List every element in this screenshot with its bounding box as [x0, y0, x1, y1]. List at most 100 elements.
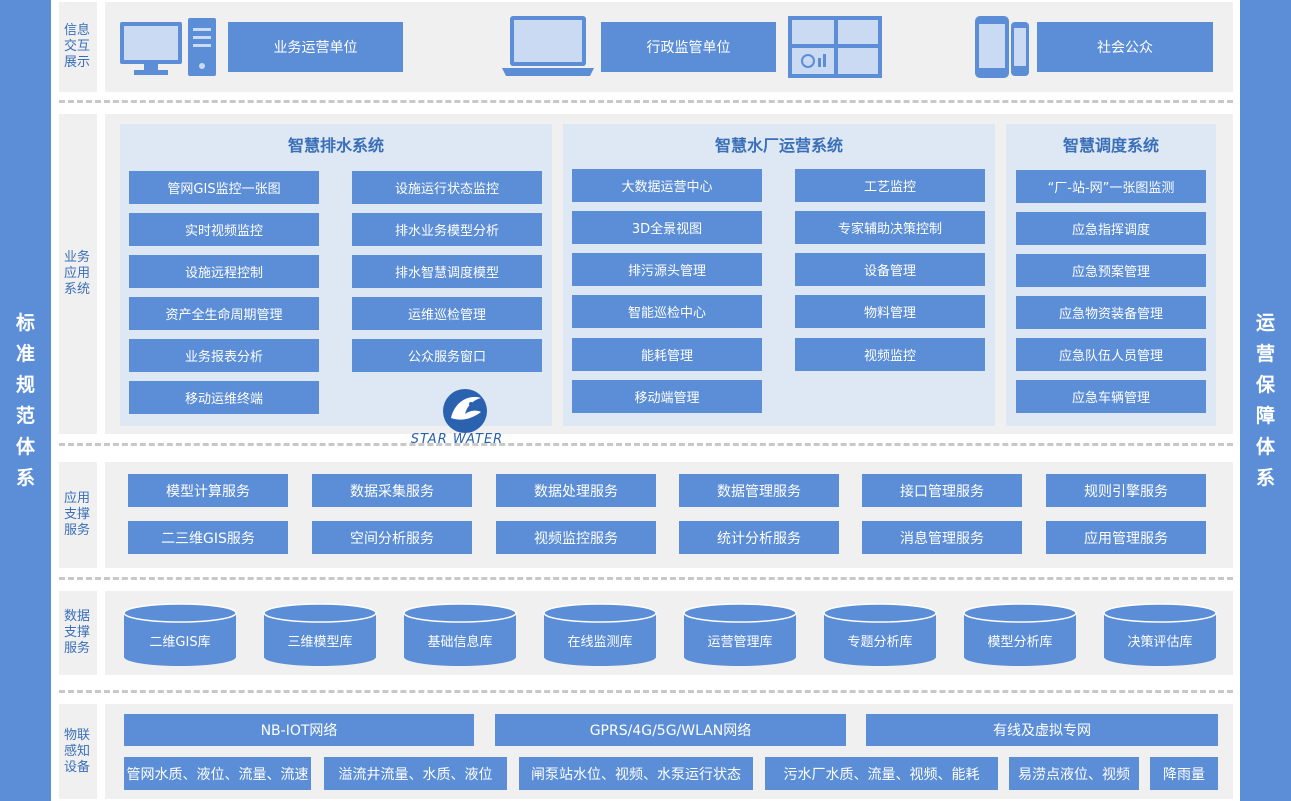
- public-box: 社会公众: [1037, 22, 1213, 72]
- database-cylinder: 基础信息库: [403, 603, 517, 667]
- standards-bar: 标准规范体系: [0, 0, 51, 801]
- sensor-box: 闸泵站水位、视频、水泵运行状态: [519, 757, 753, 790]
- database-cylinder: 专题分析库: [823, 603, 937, 667]
- database-icon: [123, 603, 237, 666]
- layer-app-support: [105, 462, 1233, 568]
- app-service: 接口管理服务: [862, 474, 1022, 507]
- app-service: 消息管理服务: [862, 521, 1022, 554]
- plant-item: 大数据运营中心: [572, 169, 762, 202]
- database-icon: [963, 603, 1077, 666]
- layer-label-iot: 物联感知设备: [59, 704, 97, 799]
- layer-label-data-support: 数据支撑服务: [59, 591, 97, 675]
- layer-label-app-support: 应用支撑服务: [59, 462, 97, 568]
- database-icon: [543, 603, 657, 666]
- divider: [59, 690, 1233, 693]
- drainage-item: 设施远程控制: [129, 255, 319, 288]
- drainage-item: 业务报表分析: [129, 339, 319, 372]
- dashboard-screen-icon: [788, 16, 882, 78]
- water-drop-logo-icon: [443, 389, 487, 433]
- plant-item: 物料管理: [795, 295, 985, 328]
- database-label: 模型分析库: [987, 635, 1053, 650]
- app-service: 空间分析服务: [312, 521, 472, 554]
- database-label: 专题分析库: [847, 635, 913, 650]
- divider: [59, 443, 1233, 446]
- database-label: 决策评估库: [1127, 635, 1193, 650]
- drainage-item: 运维巡检管理: [352, 297, 542, 330]
- operations-bar: 运营保障体系: [1240, 0, 1291, 801]
- database-icon: [1103, 603, 1217, 666]
- app-service: 规则引擎服务: [1046, 474, 1206, 507]
- database-cylinder: 三维模型库: [263, 603, 377, 667]
- network-box: 有线及虚拟专网: [866, 714, 1218, 746]
- dispatch-item: 应急指挥调度: [1016, 212, 1206, 245]
- database-cylinder: 运营管理库: [683, 603, 797, 667]
- dispatch-item: 应急预案管理: [1016, 254, 1206, 287]
- sensor-box: 管网水质、液位、流量、流速: [124, 757, 311, 790]
- standards-label: 标准规范体系: [15, 311, 35, 489]
- laptop-icon: [502, 16, 594, 76]
- plant-item: 3D全景视图: [572, 211, 762, 244]
- database-icon: [683, 603, 797, 666]
- database-icon: [403, 603, 517, 666]
- sensor-box: 易涝点液位、视频: [1009, 757, 1139, 790]
- network-box: GPRS/4G/5G/WLAN网络: [495, 714, 846, 746]
- drainage-item: 排水智慧调度模型: [352, 255, 542, 288]
- database-cylinder: 决策评估库: [1103, 603, 1217, 667]
- database-cylinder: 在线监测库: [543, 603, 657, 667]
- database-cylinder: 二维GIS库: [123, 603, 237, 667]
- app-service: 二三维GIS服务: [128, 521, 288, 554]
- app-service: 统计分析服务: [679, 521, 839, 554]
- plant-item: 视频监控: [795, 338, 985, 371]
- drainage-title: 智慧排水系统: [287, 136, 384, 155]
- sensor-box: 降雨量: [1150, 757, 1218, 790]
- app-service: 模型计算服务: [128, 474, 288, 507]
- app-service: 视频监控服务: [496, 521, 656, 554]
- desktop-computer-icon: [120, 18, 216, 76]
- app-service: 数据管理服务: [679, 474, 839, 507]
- database-label: 二维GIS库: [149, 635, 211, 650]
- database-label: 在线监测库: [567, 635, 633, 650]
- admin-unit-box: 行政监管单位: [601, 22, 776, 72]
- database-label: 运营管理库: [707, 635, 773, 650]
- plant-item: 专家辅助决策控制: [795, 211, 985, 244]
- drainage-item: 公众服务窗口: [352, 339, 542, 372]
- star-water-logo: STAR WATER: [405, 388, 509, 468]
- layer-label-business: 业务应用系统: [59, 114, 97, 434]
- drainage-item: 管网GIS监控一张图: [129, 171, 319, 204]
- database-label: 三维模型库: [287, 635, 353, 650]
- app-service: 数据处理服务: [496, 474, 656, 507]
- app-service: 数据采集服务: [312, 474, 472, 507]
- dispatch-item: 应急队伍人员管理: [1016, 338, 1206, 371]
- sensor-box: 溢流井流量、水质、液位: [324, 757, 507, 790]
- sensor-box: 污水厂水质、流量、视频、能耗: [765, 757, 998, 790]
- database-label: 基础信息库: [427, 635, 493, 650]
- divider: [59, 577, 1233, 580]
- plant-item: 设备管理: [795, 253, 985, 286]
- drainage-item: 资产全生命周期管理: [129, 297, 319, 330]
- drainage-item: 实时视频监控: [129, 213, 319, 246]
- dispatch-item: 应急车辆管理: [1016, 380, 1206, 413]
- layer-label-display: 信息交互展示: [59, 2, 97, 92]
- dispatch-title: 智慧调度系统: [1062, 136, 1159, 155]
- drainage-item: 移动运维终端: [129, 381, 319, 414]
- dispatch-item: 应急物资装备管理: [1016, 296, 1206, 329]
- mobile-phone-icon: [975, 16, 1029, 78]
- network-box: NB-IOT网络: [124, 714, 474, 746]
- plant-item: 移动端管理: [572, 380, 762, 413]
- database-cylinder: 模型分析库: [963, 603, 1077, 667]
- plant-item: 智能巡检中心: [572, 295, 762, 328]
- operations-label: 运营保障体系: [1255, 311, 1275, 489]
- app-service: 应用管理服务: [1046, 521, 1206, 554]
- plant-title: 智慧水厂运营系统: [714, 136, 843, 155]
- drainage-item: 设施运行状态监控: [352, 171, 542, 204]
- database-icon: [823, 603, 937, 666]
- ops-unit-box: 业务运营单位: [228, 22, 403, 72]
- plant-item: 排污源头管理: [572, 253, 762, 286]
- database-icon: [263, 603, 377, 666]
- plant-item: 工艺监控: [795, 169, 985, 202]
- dispatch-item: “厂-站-网”一张图监测: [1016, 170, 1206, 203]
- divider: [59, 100, 1233, 103]
- plant-item: 能耗管理: [572, 338, 762, 371]
- drainage-item: 排水业务模型分析: [352, 213, 542, 246]
